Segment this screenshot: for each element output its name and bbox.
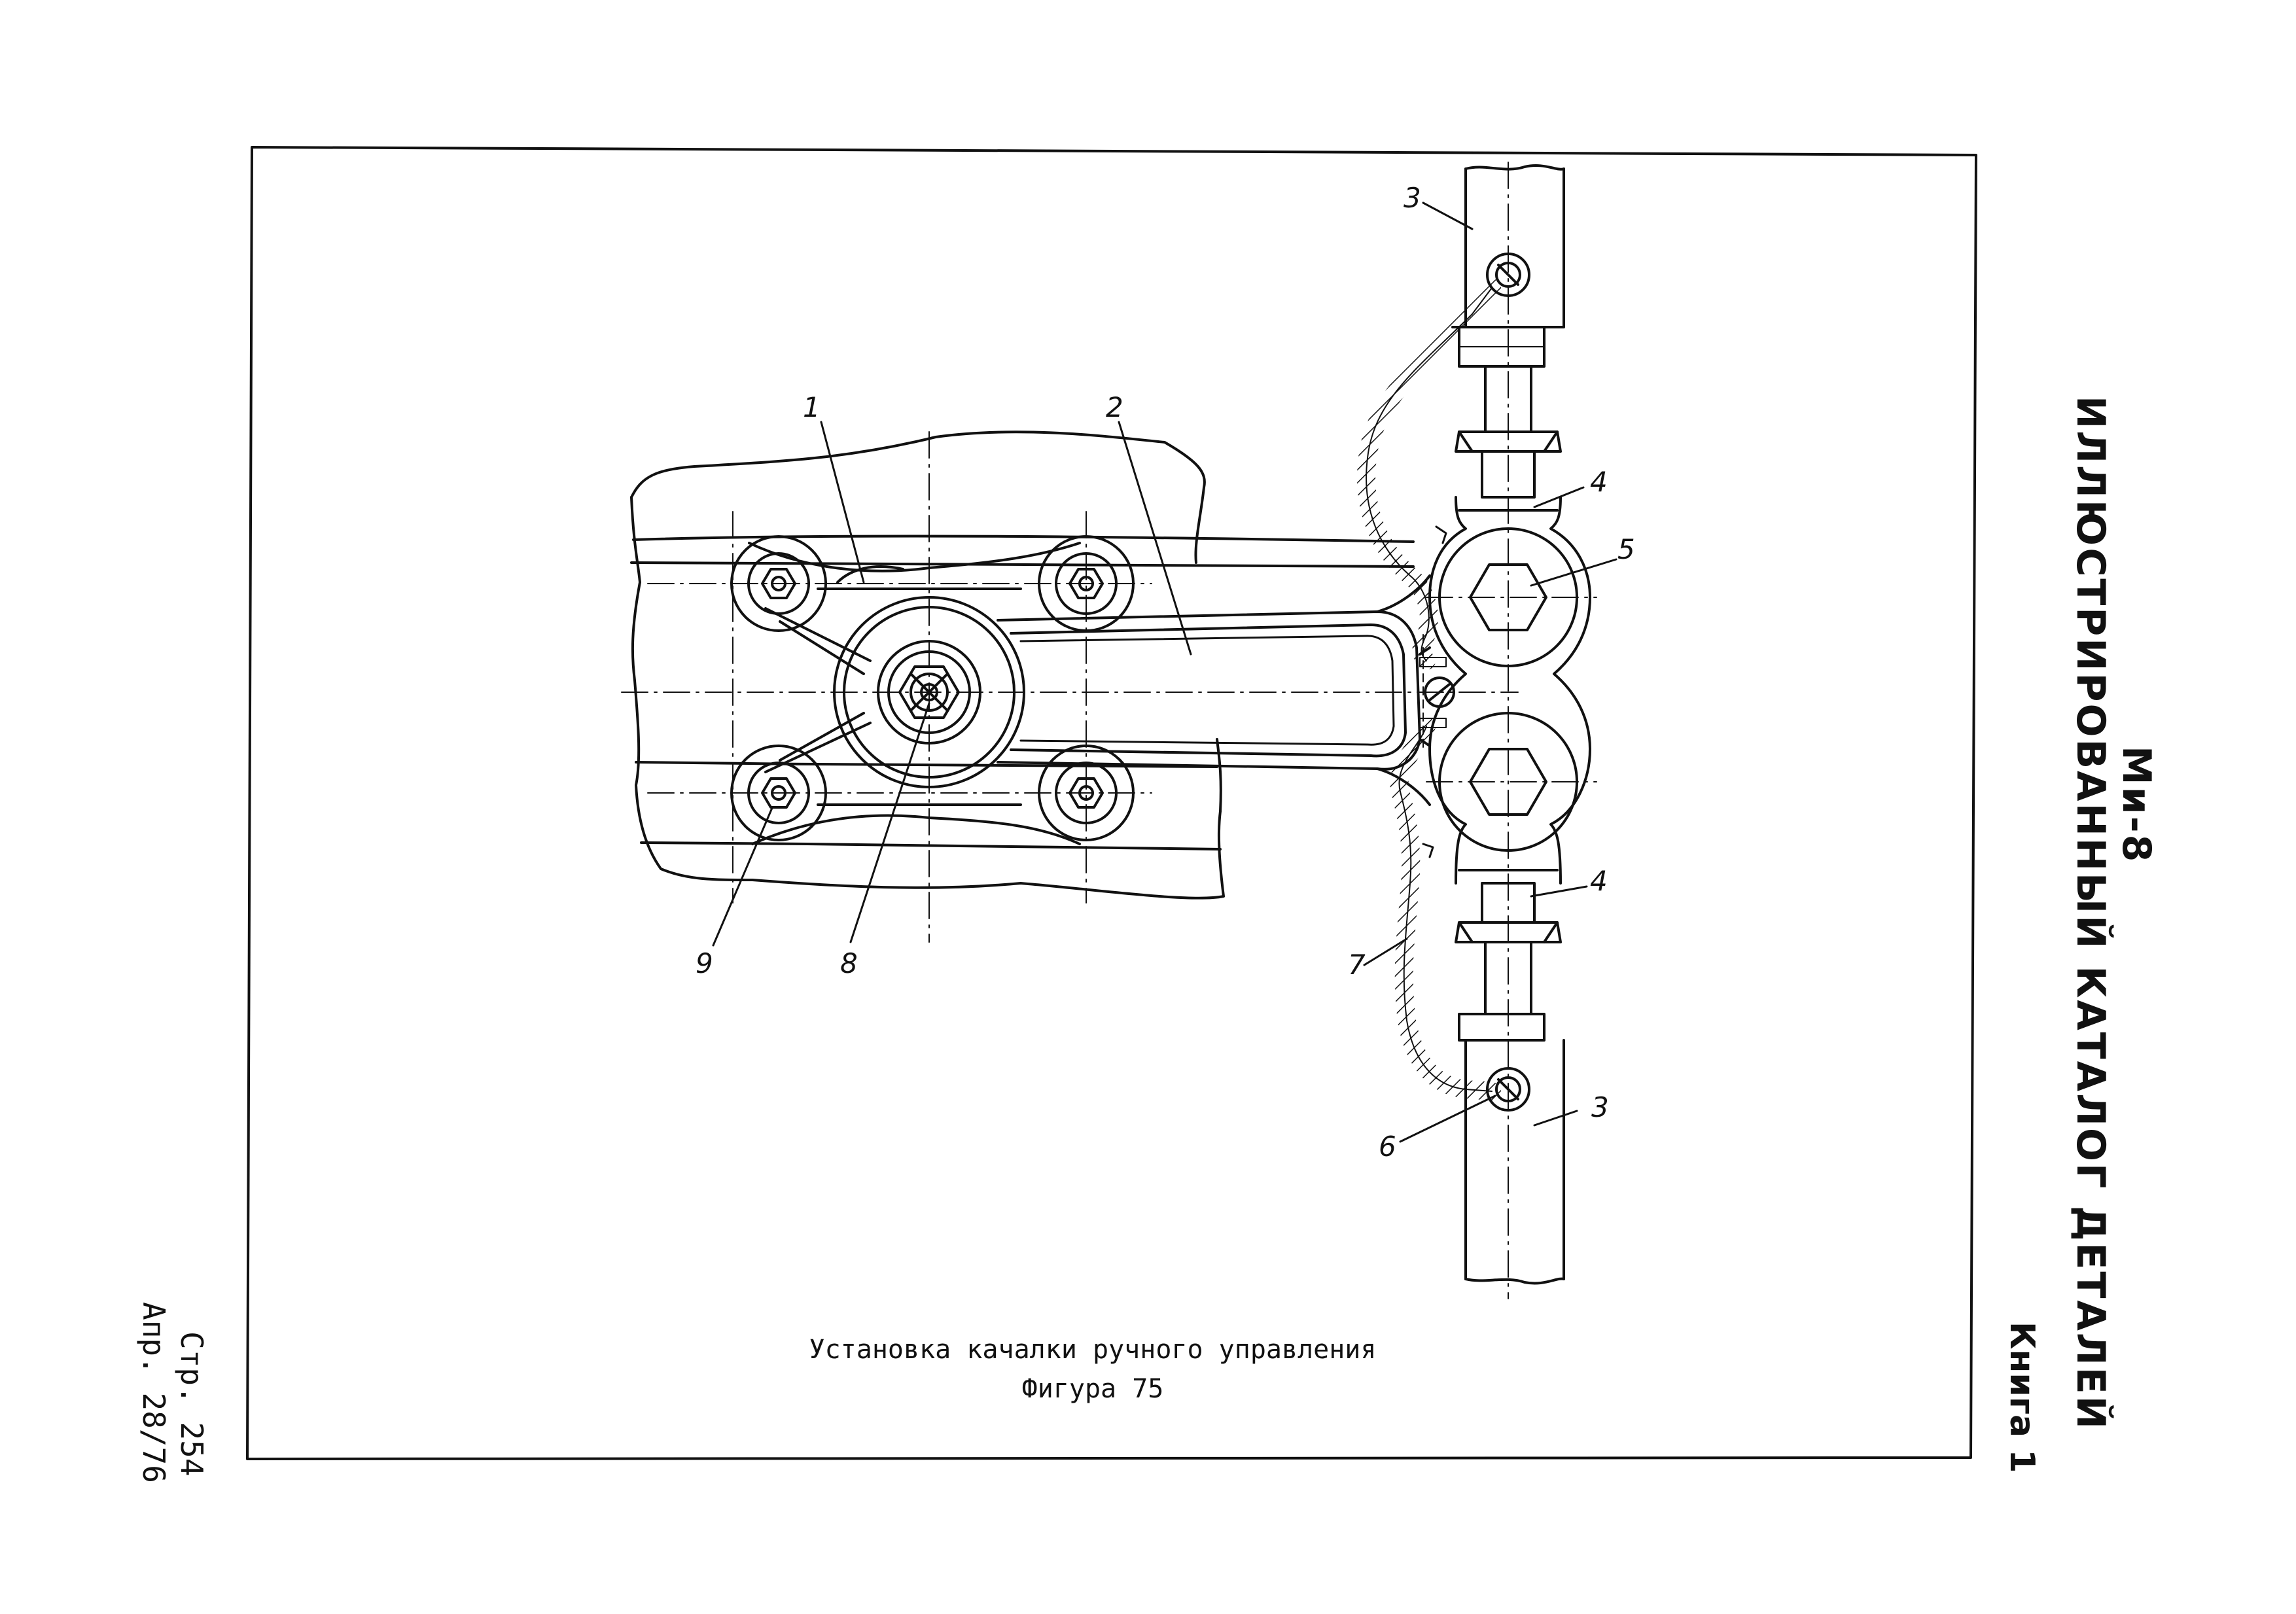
bolt-nut <box>730 535 827 632</box>
callout-3-lower: 3 <box>1591 1091 1609 1123</box>
revision-date: Апр. 28/76 <box>136 1302 171 1483</box>
book-number: Книга 1 <box>2002 1322 2041 1473</box>
bolt-nut <box>1038 535 1135 632</box>
lever-base-plate <box>748 542 1081 845</box>
callout-4-upper: 4 <box>1590 466 1608 498</box>
figure-number: Фигура 75 <box>1021 1374 1164 1404</box>
lever-arm <box>997 574 1431 806</box>
control-rod-lower <box>1455 882 1565 1285</box>
callout-6: 6 <box>1379 1131 1396 1163</box>
figure-caption: Установка качалки ручного управления <box>809 1335 1377 1365</box>
lever-hub <box>833 596 1025 788</box>
aircraft-model: Ми-8 <box>2113 746 2159 864</box>
leader-lines <box>712 202 1617 1143</box>
callout-1: 1 <box>803 391 821 423</box>
callout-8: 8 <box>840 947 858 979</box>
page-number: Стр. 254 <box>174 1331 209 1477</box>
callout-4-lower: 4 <box>1590 865 1608 897</box>
callout-5: 5 <box>1617 533 1635 565</box>
figure-frame <box>246 146 1977 1460</box>
bolt-nut <box>730 745 827 841</box>
rocker-head <box>1428 496 1591 885</box>
catalog-title: ИЛЛЮСТРИРОВАННЫЙ КАТАЛОГ ДЕТАЛЕЙ <box>2068 396 2113 1431</box>
bonding-jumper <box>1357 279 1501 1100</box>
callout-7: 7 <box>1348 949 1366 981</box>
callout-2: 2 <box>1106 391 1123 423</box>
callout-3-upper: 3 <box>1404 182 1421 214</box>
callout-9: 9 <box>696 947 713 979</box>
